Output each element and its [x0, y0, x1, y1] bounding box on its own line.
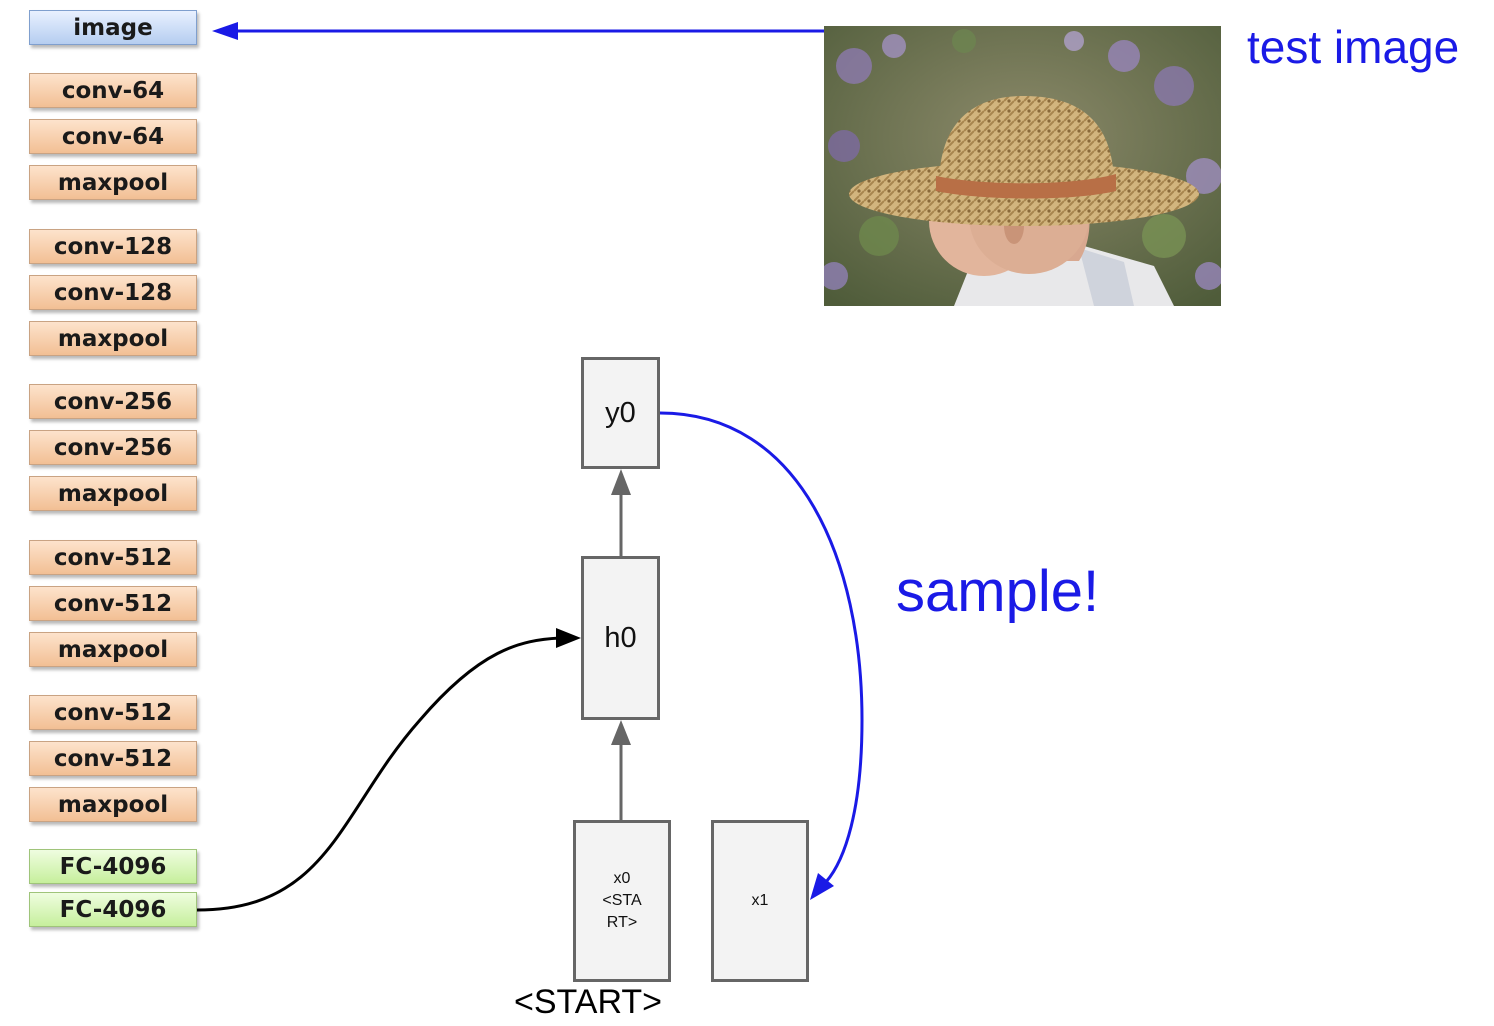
- h0-box: h0: [581, 556, 660, 720]
- layer-conv-128-2: conv-128: [29, 275, 197, 310]
- test-image-illustration: [824, 26, 1221, 306]
- test-image-photo: [824, 26, 1221, 306]
- x0-label-line-1: x0: [613, 870, 631, 887]
- layer-maxpool-5: maxpool: [29, 787, 197, 822]
- layer-conv-64-2: conv-64: [29, 119, 197, 154]
- layer-maxpool-4: maxpool: [29, 632, 197, 667]
- test-image-arrow: [212, 22, 824, 40]
- start-token-label: <START>: [514, 983, 663, 1021]
- layer-conv-512-2: conv-512: [29, 586, 197, 621]
- x0-box: x0 <STA RT>: [573, 820, 671, 982]
- layer-fc-4096-1: FC-4096: [29, 849, 197, 884]
- h0-to-y0-arrow: [611, 469, 631, 556]
- y0-label: y0: [605, 396, 636, 429]
- layer-maxpool-1: maxpool: [29, 165, 197, 200]
- x0-label-line-2: <STA: [602, 892, 642, 909]
- layer-conv-512-1: conv-512: [29, 540, 197, 575]
- x1-box: x1: [711, 820, 809, 982]
- layer-image: image: [29, 10, 197, 45]
- layer-maxpool-3: maxpool: [29, 476, 197, 511]
- layer-fc-4096-2: FC-4096: [29, 892, 197, 927]
- layer-conv-512-4: conv-512: [29, 741, 197, 776]
- x1-label: x1: [751, 892, 769, 909]
- x0-to-h0-arrow: [611, 720, 631, 820]
- layer-maxpool-2: maxpool: [29, 321, 197, 356]
- h0-label: h0: [604, 621, 637, 654]
- sample-arrow: [659, 411, 864, 900]
- layer-conv-512-3: conv-512: [29, 695, 197, 730]
- sample-label: sample!: [896, 559, 1100, 624]
- fc-to-h0-arrow: [196, 628, 581, 912]
- layer-conv-256-2: conv-256: [29, 430, 197, 465]
- layer-conv-256-1: conv-256: [29, 384, 197, 419]
- layer-conv-128-1: conv-128: [29, 229, 197, 264]
- test-image-label: test image: [1247, 21, 1460, 73]
- y0-box: y0: [581, 357, 660, 469]
- layer-conv-64-1: conv-64: [29, 73, 197, 108]
- x0-label-line-3: RT>: [606, 914, 638, 931]
